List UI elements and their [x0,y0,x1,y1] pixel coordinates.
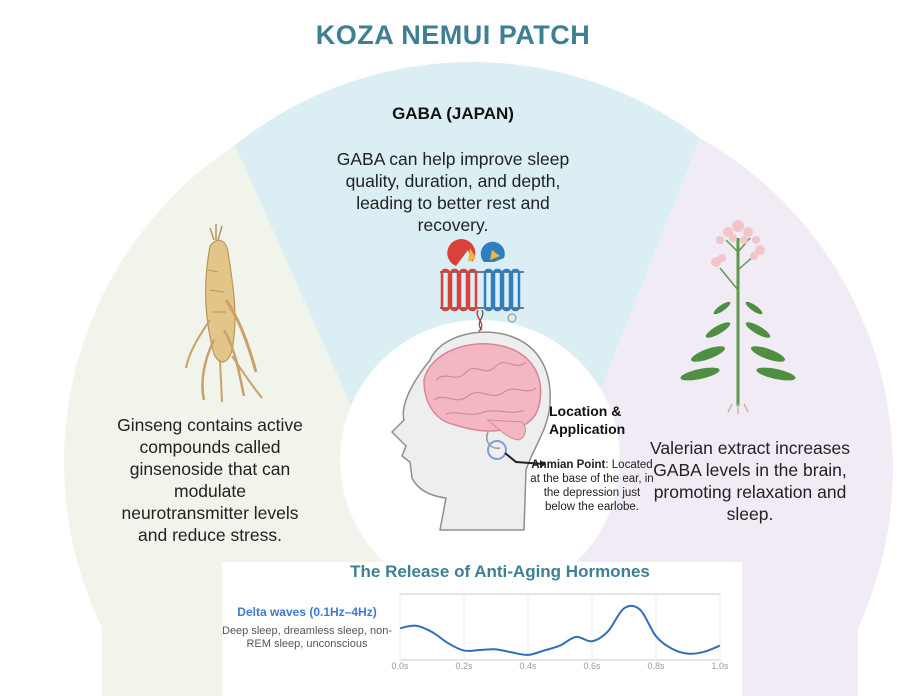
x-tick-label: 0.4s [519,661,537,671]
wedge-right [480,138,893,696]
delta-wave-chart: 0.0s 0.2s 0.4s 0.6s 0.8s 1.0s [391,593,729,671]
delta-wave-title: Delta waves (0.1Hz–4Hz) [237,605,377,619]
head-brain-icon [390,331,551,531]
anmian-point-name: Anmian Point [531,459,606,471]
ginseng-description: Ginseng contains active compounds called… [117,415,303,545]
ginseng-root-icon [185,224,263,403]
x-tick-label: 0.2s [455,661,473,671]
location-title: Location & Application [549,403,626,437]
release-title: The Release of Anti-Aging Hormones [350,562,650,581]
x-tick-label: 0.6s [583,661,601,671]
anmian-point-desc: Located at the base of the ear, in the d… [530,459,654,513]
x-tick-label: 1.0s [711,661,729,671]
gaba-receptor-icon [440,239,524,343]
gaba-heading: GABA (JAPAN) [392,104,514,123]
delta-wave-line [399,604,721,656]
anmian-point-label: Anmian Point: Located at the base of the… [530,459,654,513]
x-tick-label: 0.0s [391,661,409,671]
valerian-plant-icon [680,220,796,414]
gaba-description: GABA can help improve sleep quality, dur… [336,149,570,235]
valerian-description: Valerian extract increases GABA levels i… [649,438,851,524]
delta-wave-desc: Deep sleep, dreamless sleep, non-REM sle… [222,625,392,650]
wedge-left [64,145,481,696]
x-tick-label: 0.8s [647,661,665,671]
page-title: KOZA NEMUI PATCH [315,20,591,50]
